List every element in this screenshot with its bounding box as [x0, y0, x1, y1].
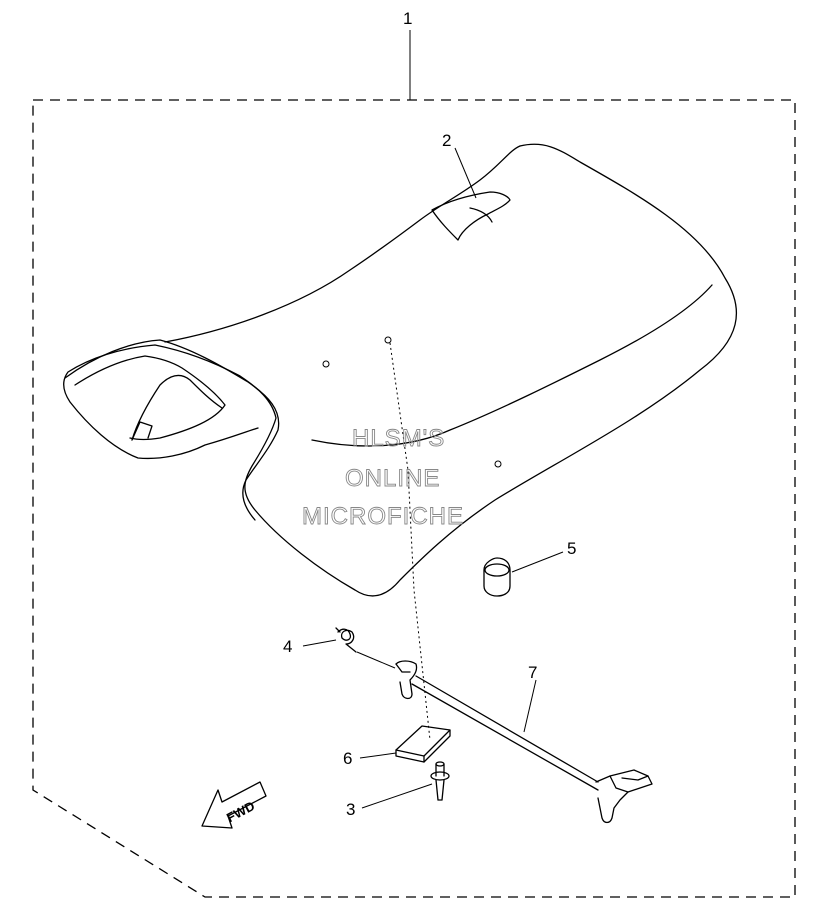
damper-part [483, 557, 511, 597]
callout-3: 3 [346, 800, 355, 819]
fwd-direction-arrow: FWD [201, 781, 267, 829]
seat-recess-inner [131, 374, 223, 441]
seat-strap-edge [469, 207, 493, 223]
seat-surface-line [164, 145, 521, 343]
pad-part [395, 725, 451, 763]
leader-line-2 [454, 147, 477, 199]
leader-line-5 [511, 551, 564, 573]
leader-line-3 [361, 783, 433, 809]
leader-line-7 [523, 679, 537, 733]
watermark: HLSM'S ONLINE MICROFICHE [302, 425, 464, 531]
callout-5: 5 [567, 539, 576, 558]
mount-hole-c [494, 460, 502, 468]
callout-2: 2 [442, 131, 451, 150]
seat-recess-cut [131, 421, 153, 441]
seat-strap [431, 191, 511, 241]
lock-rod-part [395, 660, 653, 824]
seat-front-rim [64, 339, 280, 521]
mount-hole-b [384, 336, 392, 344]
leader-line-4 [302, 639, 337, 647]
leader-line-6 [359, 752, 397, 759]
callout-6: 6 [343, 749, 352, 768]
seat [63, 143, 738, 597]
rivet-part [430, 761, 450, 801]
callout-7: 7 [528, 663, 537, 682]
watermark-line-2: ONLINE [345, 465, 440, 492]
spring-guide-line [356, 651, 396, 669]
seat-outline [63, 143, 738, 597]
spring-part [335, 627, 357, 653]
fwd-label: FWD [224, 798, 257, 825]
seat-front-recess [74, 355, 226, 441]
mount-hole-a [322, 360, 330, 368]
seat-crease [311, 284, 713, 447]
callout-1: 1 [403, 9, 412, 28]
watermark-line-1: HLSM'S [352, 425, 445, 452]
watermark-line-3: MICROFICHE [302, 503, 464, 530]
assembly-boundary [32, 99, 796, 898]
callout-4: 4 [283, 637, 292, 656]
